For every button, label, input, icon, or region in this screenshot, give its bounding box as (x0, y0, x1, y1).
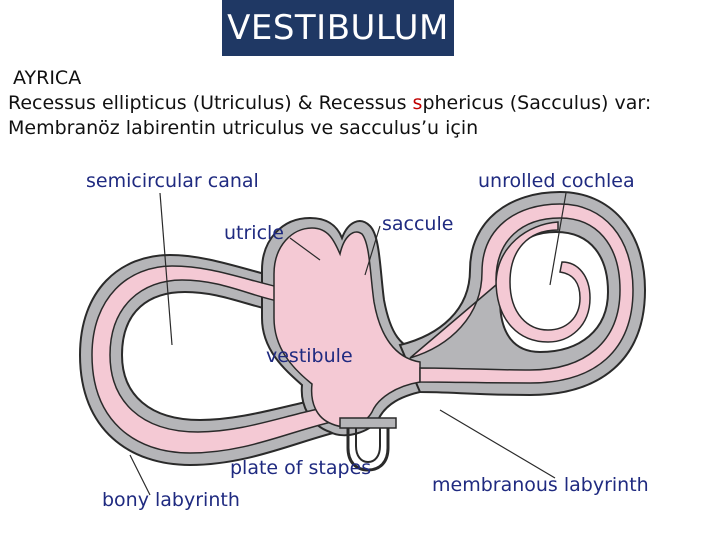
label-bony-labyrinth: bony labyrinth (102, 489, 240, 511)
label-membranous-labyrinth: membranous labyrinth (432, 474, 649, 496)
label-utricle: utricle (224, 222, 284, 244)
stapes-shape (339, 417, 397, 472)
label-semicircular-canal: semicircular canal (86, 170, 259, 192)
vestibule-membranous (273, 227, 421, 428)
intro-text: AYRICA Recessus ellipticus (Utriculus) &… (8, 66, 720, 141)
intro-line-2-b: phericus (Sacculus) var: (422, 92, 652, 114)
intro-line-2-a: Recessus ellipticus (Utriculus) & Recess… (8, 92, 413, 114)
intro-line-2: Recessus ellipticus (Utriculus) & Recess… (8, 91, 720, 116)
label-vestibule: vestibule (266, 345, 353, 367)
page-title: VESTIBULUM (222, 0, 454, 56)
intro-line-1: AYRICA (13, 67, 82, 89)
leader-lines (129, 192, 567, 496)
intro-line-3: Membranöz labirentin utriculus ve saccul… (8, 117, 479, 139)
intro-line-2-accent: s (412, 92, 423, 114)
cochlea-membranous (409, 203, 634, 384)
label-plate-of-stapes: plate of stapes (230, 457, 371, 479)
label-unrolled-cochlea: unrolled cochlea (478, 170, 635, 192)
label-saccule: saccule (382, 213, 453, 235)
